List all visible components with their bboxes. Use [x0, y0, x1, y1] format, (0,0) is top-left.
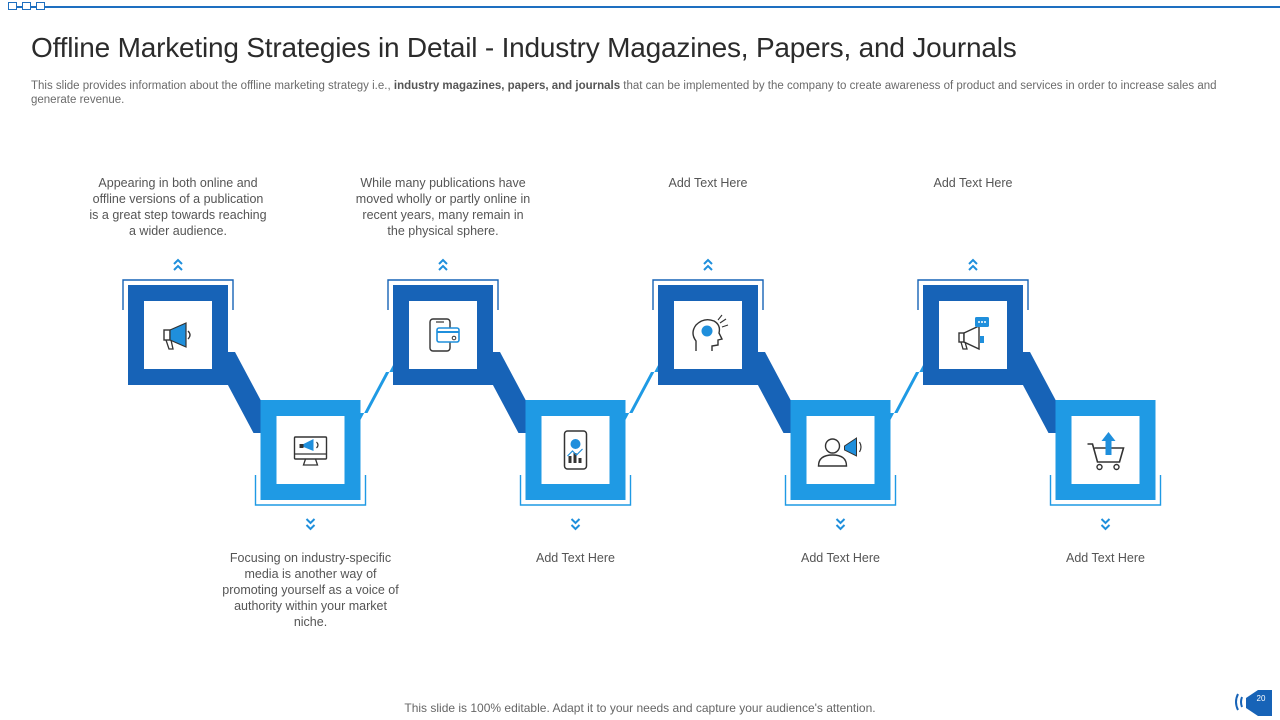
step-node [519, 400, 632, 506]
chevron-down-icon [1100, 518, 1111, 530]
megaphone-logo-icon [1235, 690, 1272, 716]
step-node [652, 279, 764, 385]
step-node [917, 279, 1029, 385]
person-megaphone-icon [817, 437, 862, 467]
page-number: 20 [1256, 694, 1266, 703]
step-node [784, 400, 897, 506]
page-subtitle: This slide provides information about th… [31, 79, 1256, 107]
step-description: While many publications have moved wholl… [355, 176, 531, 238]
node-inner [806, 416, 875, 484]
chevron-down-icon [835, 518, 846, 530]
subtitle-highlight: industry magazines, papers, and journals [393, 80, 621, 92]
chevron-down-icon [570, 518, 581, 530]
top-link [45, 6, 54, 8]
step-node [387, 279, 499, 385]
top-square [36, 2, 45, 10]
step-description: Add Text Here [1066, 551, 1145, 565]
top-link [31, 6, 36, 8]
top-square [22, 2, 31, 10]
diagram-nodes [122, 259, 1162, 530]
top-link [17, 6, 22, 8]
step-connector [618, 352, 665, 433]
node-frame [254, 475, 367, 506]
footer-note: This slide is 100% editable. Adapt it to… [404, 701, 876, 715]
node-frame [917, 279, 1029, 310]
shopping-cart-icon [1087, 432, 1125, 471]
node-frame [519, 475, 632, 506]
node-inner [276, 416, 345, 484]
step-description: Focusing on industry-specific media is a… [222, 551, 399, 629]
step-connector [751, 352, 798, 433]
chevron-up-icon [438, 259, 448, 271]
step-connector [486, 352, 533, 433]
megaphone-chat-icon [958, 317, 989, 351]
node-frame [652, 279, 764, 310]
step-connector [883, 352, 930, 433]
step-description: Add Text Here [933, 176, 1013, 190]
chevron-up-icon [173, 259, 183, 271]
step-description: Add Text Here [801, 551, 880, 565]
node-frame [1049, 475, 1162, 506]
megaphone-icon [163, 322, 191, 350]
smartphone-chart-icon [563, 430, 588, 470]
chevron-up-icon [968, 259, 978, 271]
step-description: Add Text Here [668, 176, 748, 190]
subtitle-text-end: that can be implemented by the company t… [31, 80, 1217, 106]
node-inner [541, 416, 610, 484]
node-frame [387, 279, 499, 310]
top-line [54, 6, 1280, 8]
step-connector [353, 352, 400, 433]
step-connector [1016, 352, 1063, 433]
node-frame [784, 475, 897, 506]
step-node [1049, 400, 1162, 506]
subtitle-text: This slide provides information about th… [31, 80, 394, 92]
chevron-up-icon [703, 259, 713, 271]
node-frame [122, 279, 234, 310]
step-node [122, 279, 234, 385]
diagram-connectors [221, 352, 1063, 433]
step-connector [221, 352, 268, 433]
monitor-megaphone-icon [293, 436, 328, 466]
phone-card-icon [429, 318, 460, 352]
top-square [8, 2, 17, 10]
top-decoration [0, 0, 1280, 16]
head-idea-icon [692, 314, 729, 351]
chevron-down-icon [305, 518, 316, 530]
step-node [254, 400, 367, 506]
step-description: Add Text Here [536, 551, 615, 565]
step-description: Appearing in both online and offline ver… [89, 176, 267, 238]
page-title: Offline Marketing Strategies in Detail -… [31, 32, 1017, 63]
